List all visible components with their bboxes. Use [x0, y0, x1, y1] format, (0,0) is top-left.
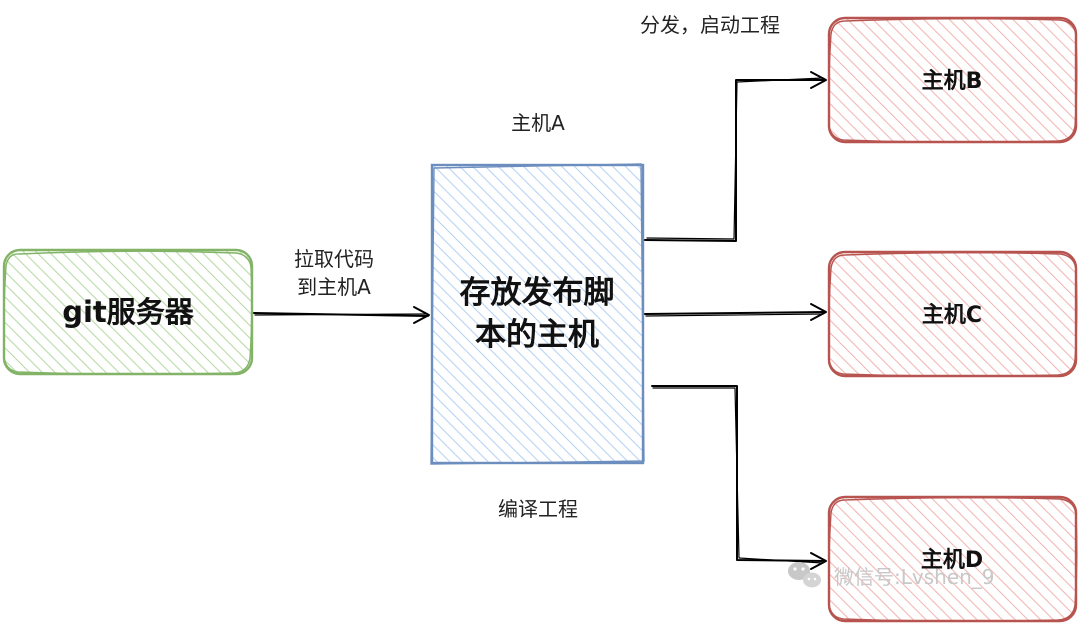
wechat-icon — [788, 562, 821, 588]
host-a-caption: 主机A — [511, 111, 565, 135]
arrow-script-host-to-host-d — [651, 385, 827, 570]
arrows — [253, 71, 827, 570]
host-b-box-sketch — [828, 18, 1078, 143]
watermark-text: 微信号:Lvshen_9 — [834, 565, 995, 589]
host-d-node: 主机D — [827, 495, 1078, 623]
git-server-label: git服务器 — [62, 295, 195, 329]
script-host-box — [430, 163, 645, 465]
git-server-box-sketch — [3, 250, 253, 375]
pull-code-label-line2: 到主机A — [297, 275, 371, 299]
script-host-node: 存放发布脚 本的主机 — [430, 163, 645, 465]
host-d-label: 主机D — [921, 548, 983, 573]
script-host-box-sketch — [430, 163, 645, 465]
script-host-label-line1: 存放发布脚 — [460, 275, 615, 311]
pull-code-label-line1: 拉取代码 — [294, 247, 374, 271]
script-host-label-line2: 本的主机 — [475, 317, 599, 353]
distribute-label: 分发，启动工程 — [640, 13, 780, 37]
arrow-git-to-script-host — [253, 306, 430, 324]
host-c-label: 主机C — [922, 303, 982, 328]
host-b-node: 主机B — [827, 16, 1078, 144]
compile-label: 编译工程 — [498, 497, 578, 521]
host-c-node: 主机C — [827, 250, 1078, 378]
host-b-label: 主机B — [922, 69, 983, 94]
arrow-script-host-to-host-b — [644, 71, 827, 242]
host-c-box-sketch — [828, 252, 1078, 377]
watermark: 微信号:Lvshen_9 — [788, 562, 995, 589]
git-server-node: git服务器 — [2, 248, 254, 376]
arrow-script-host-to-host-c — [644, 303, 827, 321]
host-d-box-sketch — [828, 497, 1078, 622]
